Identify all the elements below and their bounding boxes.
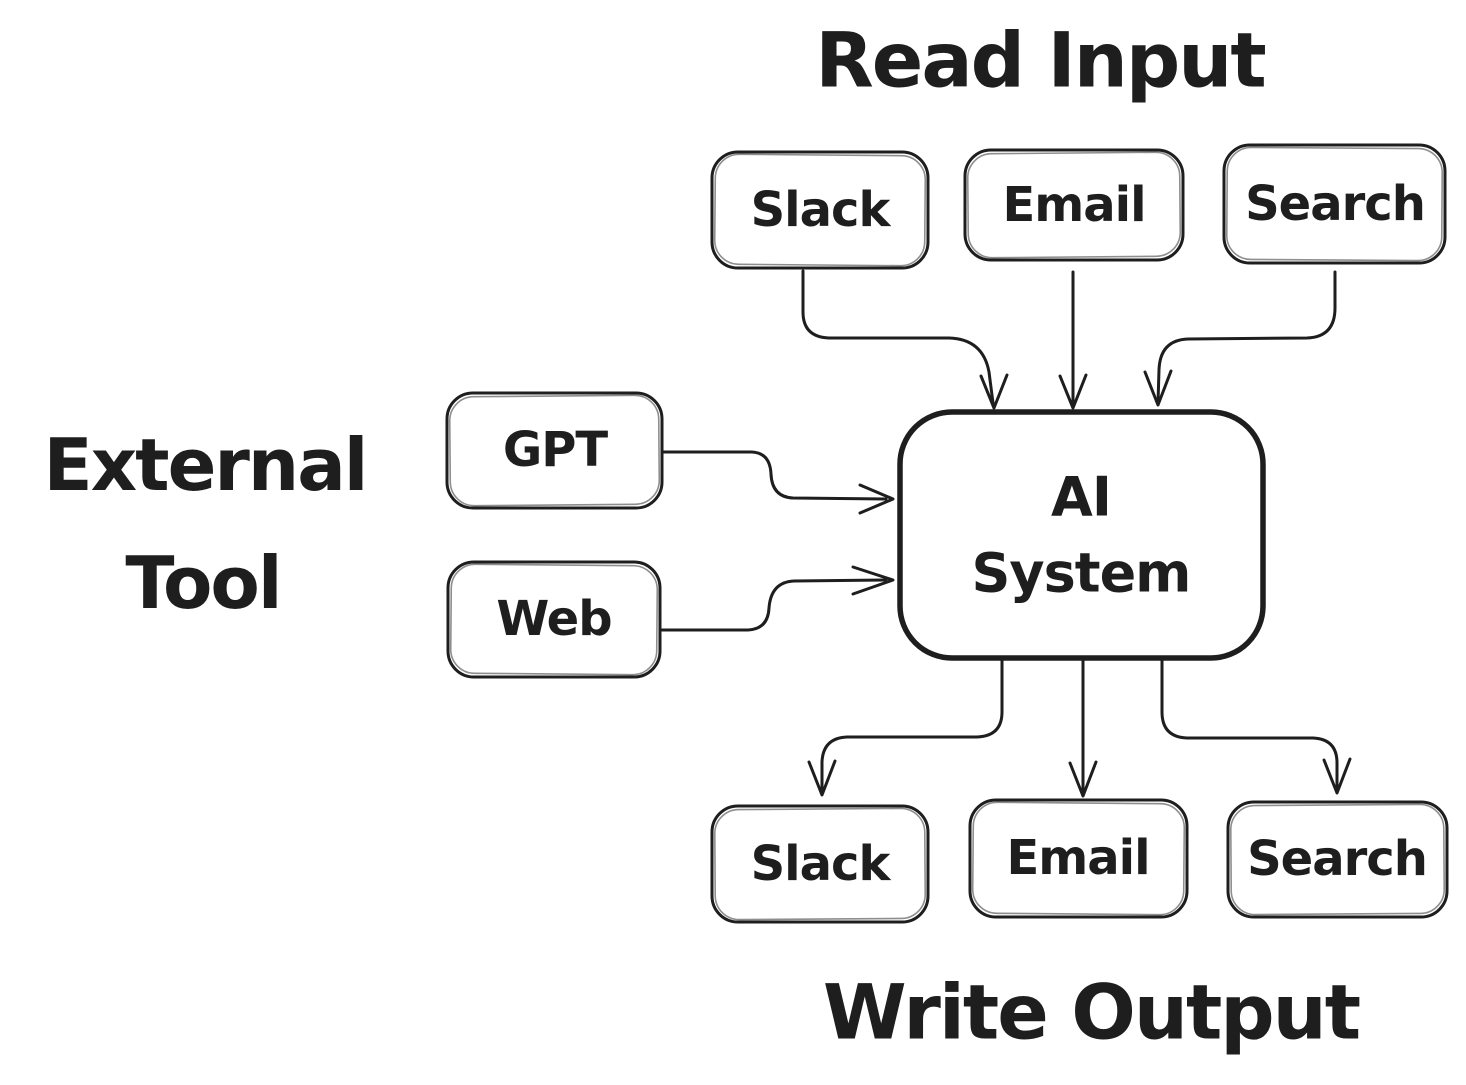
arrow-line <box>820 659 1004 792</box>
write-output-title: Write Output <box>823 968 1360 1057</box>
arrow-input-email-to-ai <box>1058 270 1088 410</box>
external-node-web: Web <box>446 560 662 679</box>
sketch-stroke <box>713 807 927 921</box>
arrow-web-to-ai <box>658 565 895 632</box>
arrow-line <box>1160 659 1339 790</box>
arrow-input-slack-to-ai <box>801 269 1009 410</box>
input-node-email: Email <box>963 148 1185 262</box>
input-node-search-box <box>1222 143 1447 265</box>
arrowhead-down-icon <box>807 759 837 797</box>
arrow-line <box>801 269 995 405</box>
arrow-ai-to-output-search <box>1160 659 1352 795</box>
sketch-stroke <box>971 801 1186 916</box>
ai-system-label-line1: AI <box>1051 466 1111 529</box>
arrow-line <box>658 578 888 632</box>
input-node-slack-label: Slack <box>751 182 892 238</box>
arrowhead-right-icon <box>851 565 895 596</box>
ai-system-box <box>897 409 1266 661</box>
arrowhead-right-icon <box>858 483 895 515</box>
sketch-stroke <box>449 563 659 676</box>
output-node-email-label: Email <box>1006 830 1149 886</box>
ai-system-label-line2: System <box>972 542 1191 605</box>
external-tool-label-line1: External <box>44 423 367 507</box>
read-input-title: Read Input <box>815 16 1265 105</box>
arrow-gpt-to-ai <box>660 450 895 515</box>
external-node-gpt: GPT <box>445 391 664 510</box>
output-node-email-box <box>968 798 1189 919</box>
arrow-line <box>1156 270 1337 405</box>
input-node-search-label: Search <box>1245 176 1425 232</box>
input-node-email-label: Email <box>1002 177 1145 233</box>
arrow-line <box>660 450 888 501</box>
arrowhead-down-icon <box>1068 760 1098 798</box>
sketch-stroke <box>713 153 927 267</box>
input-node-email-box <box>963 148 1185 262</box>
sketch-stroke <box>1225 146 1444 262</box>
output-node-search-label: Search <box>1247 831 1427 887</box>
ai-system-node: AI System <box>897 409 1266 661</box>
external-node-web-label: Web <box>496 591 611 647</box>
arrow-ai-to-output-email <box>1068 659 1098 798</box>
output-node-slack-label: Slack <box>751 836 892 892</box>
sketch-stroke <box>448 394 661 507</box>
arrowhead-down-icon <box>979 373 1009 410</box>
input-node-slack-box <box>710 150 930 270</box>
output-node-email: Email <box>968 798 1189 919</box>
arrow-input-search-to-ai <box>1143 270 1337 407</box>
external-node-gpt-label: GPT <box>503 422 609 478</box>
external-node-web-box <box>446 560 662 679</box>
input-node-slack: Slack <box>710 150 930 270</box>
output-node-slack-box <box>710 804 930 924</box>
external-node-gpt-box <box>445 391 664 510</box>
input-node-search: Search <box>1222 143 1447 265</box>
sketch-stroke <box>1229 803 1446 916</box>
arrowhead-down-icon <box>1322 757 1352 795</box>
output-node-slack: Slack <box>710 804 930 924</box>
output-node-search: Search <box>1226 800 1449 919</box>
arrowhead-down-icon <box>1058 373 1088 410</box>
arrow-ai-to-output-slack <box>807 659 1004 797</box>
external-tool-label-line2: Tool <box>125 541 280 625</box>
output-node-search-box <box>1226 800 1449 919</box>
sketch-stroke <box>966 151 1182 259</box>
arrowhead-down-icon <box>1143 369 1173 407</box>
